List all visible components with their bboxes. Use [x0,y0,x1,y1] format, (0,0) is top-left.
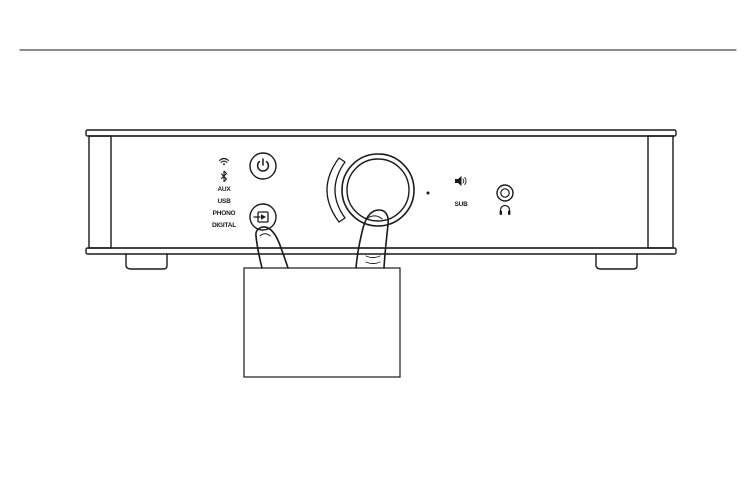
input-select-button[interactable] [250,204,276,230]
headphone-jack[interactable] [497,185,513,201]
source-label-phono: PHONO [213,210,236,217]
sleeve-box [244,268,400,377]
source-label-usb: USB [217,198,231,205]
power-icon [258,159,269,171]
output-label-sub: SUB [454,201,468,208]
right-foot [596,254,637,269]
volume-knob[interactable] [342,154,414,226]
source-label-aux: AUX [217,186,231,193]
source-indicators: AUX USB PHONO DIGITAL [212,159,236,230]
headphones-icon [500,206,511,215]
power-button[interactable] [250,153,276,179]
left-foot [126,254,167,269]
left-side-panel [89,136,111,248]
right-side-panel [648,136,673,248]
knob-indicator-dot [427,192,430,195]
amplifier-front-panel [86,130,676,269]
output-indicators: SUB [454,176,468,208]
wifi-icon [220,159,229,166]
source-label-digital: DIGITAL [212,222,236,229]
speaker-icon [455,176,466,186]
input-select-icon [254,212,268,222]
finger-right [356,210,388,268]
hand-callout [244,210,400,377]
bluetooth-icon [222,171,227,182]
